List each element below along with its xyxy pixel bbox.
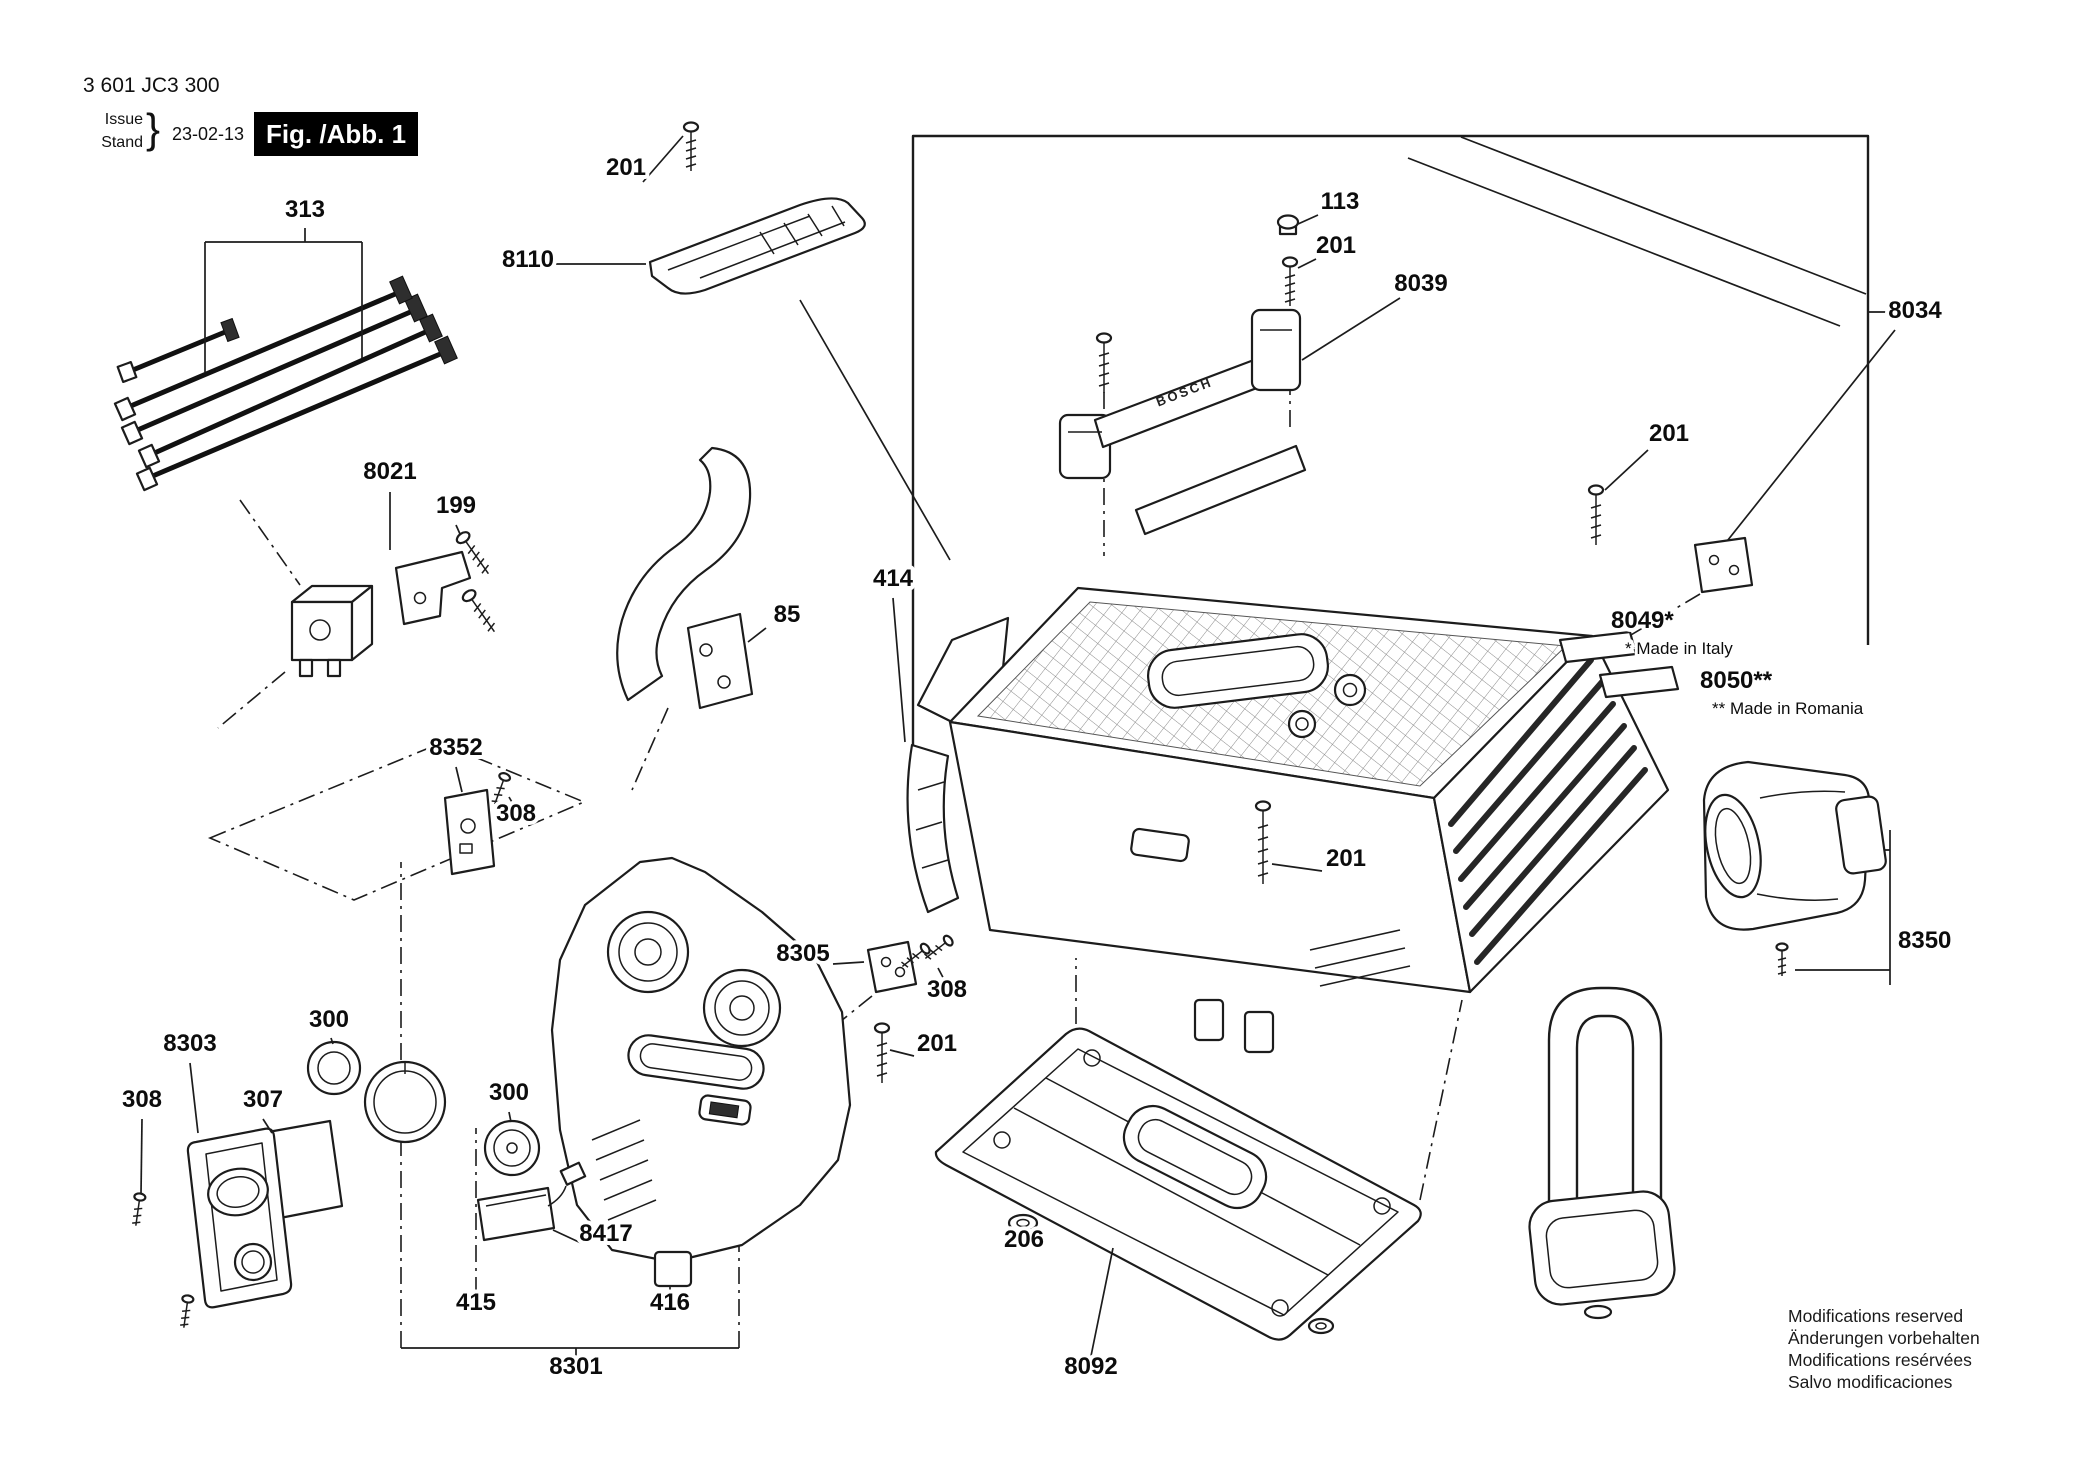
screw-horn xyxy=(1775,942,1789,978)
knob-large xyxy=(363,1060,447,1144)
part-label-8050: 8050** xyxy=(1700,667,1773,694)
part-label-85: 85 xyxy=(774,601,801,628)
part-label-206: 206 xyxy=(1004,1226,1044,1253)
mounting-plate-8352 xyxy=(443,770,513,876)
footer-line-4: Salvo modificaciones xyxy=(1788,1372,1953,1392)
bezel-frame-8303 xyxy=(129,1127,293,1330)
part-label-308-bezel: 308 xyxy=(122,1086,162,1113)
screw-201-top xyxy=(682,121,700,173)
modifications-notice: Modifications reserved Änderungen vorbeh… xyxy=(1788,1306,1980,1392)
leader-lines xyxy=(140,135,1891,1358)
part-label-8301: 8301 xyxy=(549,1353,602,1380)
part-label-308-retainer: 308 xyxy=(927,976,967,1003)
screw-201-handle-left xyxy=(1095,332,1113,395)
figure-label-box xyxy=(254,112,418,156)
screw-201-right xyxy=(1587,484,1605,547)
part-label-201-housing: 201 xyxy=(1326,845,1366,872)
part-label-113: 113 xyxy=(1321,188,1360,215)
type-number: 3 601 JC3 300 xyxy=(83,74,220,97)
screw-308-bezel-b xyxy=(177,1293,195,1330)
part-label-199: 199 xyxy=(436,492,476,519)
part-label-8417: 8417 xyxy=(579,1220,632,1247)
screw-199-b xyxy=(459,586,502,637)
screw-201-panel xyxy=(873,1022,891,1085)
plate-8417 xyxy=(476,1161,587,1242)
foot-washer-206 xyxy=(1007,1213,1335,1335)
side-trim-414 xyxy=(906,743,960,914)
bottom-plate-8092 xyxy=(934,1027,1422,1341)
part-label-8352: 8352 xyxy=(429,734,482,761)
part-label-8034: 8034 xyxy=(1888,297,1942,324)
note-made-in-romania: ** Made in Romania xyxy=(1712,699,1864,718)
part-label-416: 416 xyxy=(650,1289,690,1316)
part-label-8110: 8110 xyxy=(502,246,554,273)
figure-label: Fig. /Abb. 1 xyxy=(266,119,406,149)
knob-300-right xyxy=(483,1119,541,1177)
footer-line-3: Modifications resérvées xyxy=(1788,1350,1972,1370)
screw-201-handle-right xyxy=(1281,256,1299,308)
part-label-201-panel: 201 xyxy=(917,1030,957,1057)
part-label-8305: 8305 xyxy=(776,940,829,967)
carry-handle-8039: BOSCH xyxy=(1058,214,1307,536)
knob-ring-300-left xyxy=(306,1040,362,1096)
top-bracket-8110 xyxy=(648,121,866,295)
part-label-201-handle: 201 xyxy=(1316,232,1356,259)
footer-line-1: Modifications reserved xyxy=(1788,1306,1963,1326)
part-label-8350: 8350 xyxy=(1898,927,1951,954)
locking-hook-85 xyxy=(616,446,754,710)
screw-308-bezel-a xyxy=(129,1191,147,1228)
part-label-8039: 8039 xyxy=(1394,270,1447,297)
main-housing-body xyxy=(916,586,1670,1054)
part-label-8021: 8021 xyxy=(363,458,416,485)
part-label-307: 307 xyxy=(243,1086,283,1113)
right-screw-group xyxy=(1587,329,1896,594)
part-labels: 313 201 8110 113 201 8039 8034 201 8021 … xyxy=(118,150,1955,1384)
part-label-415: 415 xyxy=(456,1289,496,1316)
front-panel-assembly xyxy=(550,856,852,1288)
part-label-300-right: 300 xyxy=(489,1079,529,1106)
part-label-414: 414 xyxy=(873,565,914,592)
housing-frame-outline xyxy=(799,134,1886,748)
nameplates xyxy=(1558,630,1680,699)
title-block: 3 601 JC3 300 Issue Stand } 23-02-13 Fig… xyxy=(83,74,418,156)
button-113 xyxy=(1276,214,1300,236)
issue-stand-brace: } xyxy=(146,105,160,152)
switch-8021 xyxy=(290,528,502,678)
part-label-8092: 8092 xyxy=(1064,1353,1117,1380)
part-label-201-top: 201 xyxy=(606,154,646,181)
part-label-201-right: 201 xyxy=(1649,420,1689,447)
part-label-8049: 8049* xyxy=(1611,607,1674,634)
wire-harness-313 xyxy=(113,275,458,492)
carry-bail-handle xyxy=(1528,986,1676,1320)
part-label-8303: 8303 xyxy=(163,1030,216,1057)
part-label-313: 313 xyxy=(285,196,325,223)
part-label-300-left: 300 xyxy=(309,1006,349,1033)
note-made-in-italy: * Made in Italy xyxy=(1625,639,1733,658)
stand-label: Stand xyxy=(101,134,143,151)
retainer-plate-8305 xyxy=(866,933,956,1085)
part-label-308-plate: 308 xyxy=(496,800,536,827)
horn-8350 xyxy=(1702,760,1887,978)
issue-label: Issue xyxy=(105,111,143,128)
footer-line-2: Änderungen vorbehalten xyxy=(1788,1328,1980,1348)
issue-date: 23-02-13 xyxy=(172,124,244,144)
